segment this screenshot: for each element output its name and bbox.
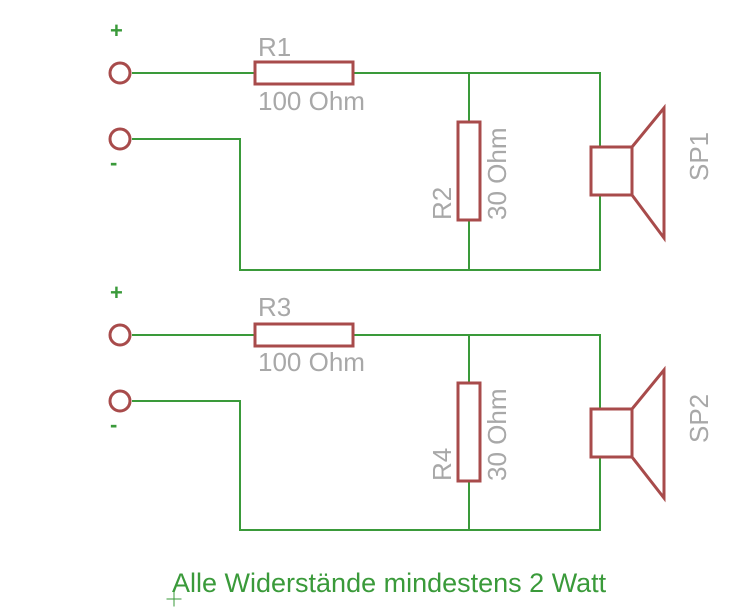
terminal-plus[interactable] <box>108 323 132 347</box>
terminal-plus[interactable] <box>108 61 132 85</box>
resistor-r4-value: 30 Ohm <box>482 389 512 482</box>
wire <box>132 138 601 271</box>
resistor-r1-value: 100 Ohm <box>258 86 365 116</box>
circuit-1: + - R1 100 Ohm R2 30 Ohm SP1 <box>108 18 714 271</box>
speaker-sp1[interactable] <box>589 103 666 243</box>
speaker-sp2[interactable] <box>589 365 666 503</box>
resistor-r2[interactable] <box>456 120 482 222</box>
speaker-cone <box>630 365 666 503</box>
terminal-minus[interactable] <box>108 127 132 151</box>
plus-sign: + <box>110 280 123 305</box>
speaker-magnet <box>589 145 634 197</box>
resistor-r2-name: R2 <box>427 187 457 220</box>
minus-sign: - <box>110 150 117 175</box>
resistor-r3[interactable] <box>253 322 355 348</box>
speaker-magnet <box>589 407 634 459</box>
plus-sign: + <box>110 18 123 43</box>
speaker-sp1-name: SP1 <box>684 132 714 181</box>
resistor-r1[interactable] <box>253 60 355 86</box>
terminal-minus[interactable] <box>108 389 132 413</box>
wire <box>132 400 601 531</box>
resistor-r2-value: 30 Ohm <box>482 128 512 221</box>
resistor-r1-name: R1 <box>258 32 291 62</box>
note-text: Alle Widerstände mindestens 2 Watt <box>172 568 607 598</box>
speaker-cone <box>630 103 666 243</box>
resistor-r4[interactable] <box>456 381 482 483</box>
resistor-r4-name: R4 <box>427 448 457 481</box>
resistor-r3-name: R3 <box>258 292 291 322</box>
minus-sign: - <box>110 412 117 437</box>
speaker-sp2-name: SP2 <box>684 394 714 443</box>
resistor-r3-value: 100 Ohm <box>258 347 365 377</box>
circuit-2: + - R3 100 Ohm R4 30 Ohm SP2 <box>108 280 714 531</box>
